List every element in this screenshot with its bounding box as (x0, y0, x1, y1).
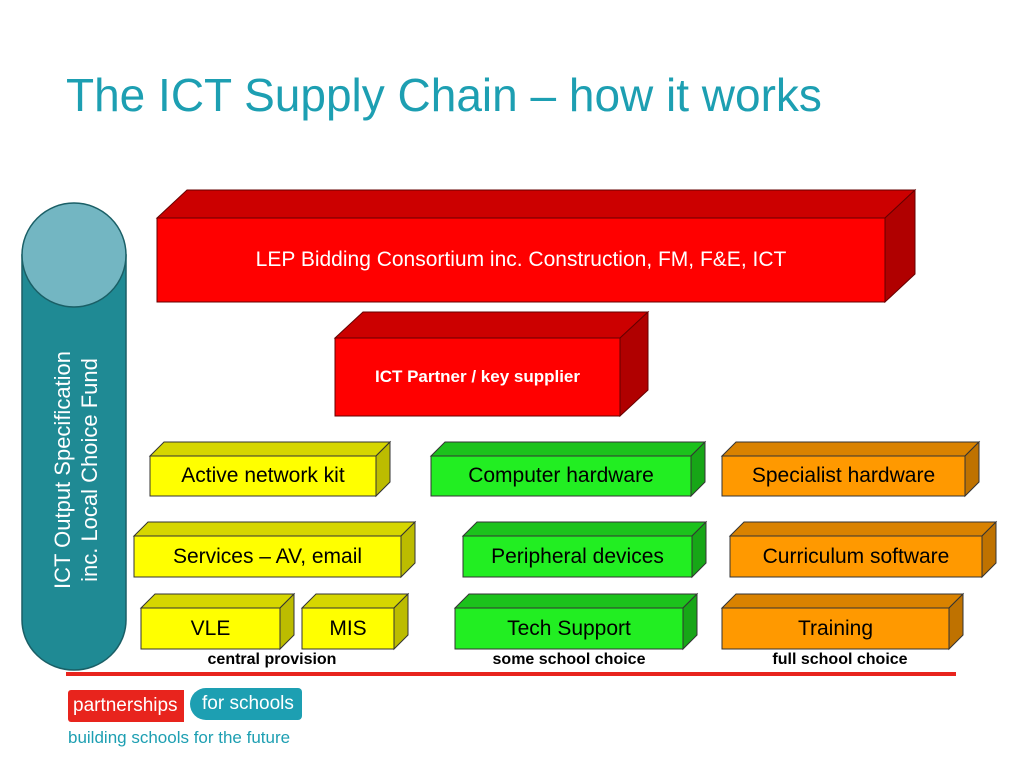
output-spec-line1: ICT Output Specification (50, 350, 76, 590)
box-ict-partner (333, 310, 650, 418)
logo-tagline: building schools for the future (68, 728, 291, 747)
tech-support-label: Tech Support (507, 616, 631, 640)
some-school-choice-label: some school choice (492, 651, 646, 668)
box-specialist-hardware (720, 440, 981, 498)
logo-for-schools: for schools (190, 688, 302, 720)
peripheral-label: Peripheral devices (491, 544, 664, 568)
services-label: Services – AV, email (172, 544, 363, 568)
output-spec-line2: inc. Local Choice Fund (77, 358, 103, 582)
output-spec-cylinder (21, 202, 127, 671)
box-peripheral (461, 520, 708, 579)
box-computer-hardware (429, 440, 707, 498)
active-network-label: Active network kit (181, 464, 345, 487)
vle-label: VLE (190, 616, 231, 640)
central-provision-label: central provision (207, 651, 337, 668)
full-school-choice-label: full school choice (772, 651, 908, 668)
box-tech-support (453, 592, 699, 651)
page-title: The ICT Supply Chain – how it works (66, 69, 822, 121)
box-mis (300, 592, 410, 651)
consortium-label: LEP Bidding Consortium inc. Construction… (255, 248, 787, 271)
specialist-hardware-label: Specialist hardware (751, 464, 936, 487)
box-active-network (148, 440, 392, 498)
box-training (720, 592, 965, 651)
output-spec-label: ICT Output Specification inc. Local Choi… (16, 300, 136, 640)
box-services (132, 520, 417, 579)
logo-partnerships: partnerships (68, 690, 184, 722)
computer-hardware-label: Computer hardware (468, 464, 654, 487)
box-vle (139, 592, 296, 651)
training-label: Training (797, 616, 874, 640)
ict-partner-label: ICT Partner / key supplier (374, 367, 580, 386)
partnerships-for-schools-logo: partnerships for schools building school… (68, 688, 308, 750)
box-consortium (155, 188, 917, 304)
mis-label: MIS (329, 616, 367, 640)
curriculum-software-label: Curriculum software (762, 544, 950, 568)
box-curriculum-software (728, 520, 998, 579)
footer-divider (66, 672, 956, 676)
